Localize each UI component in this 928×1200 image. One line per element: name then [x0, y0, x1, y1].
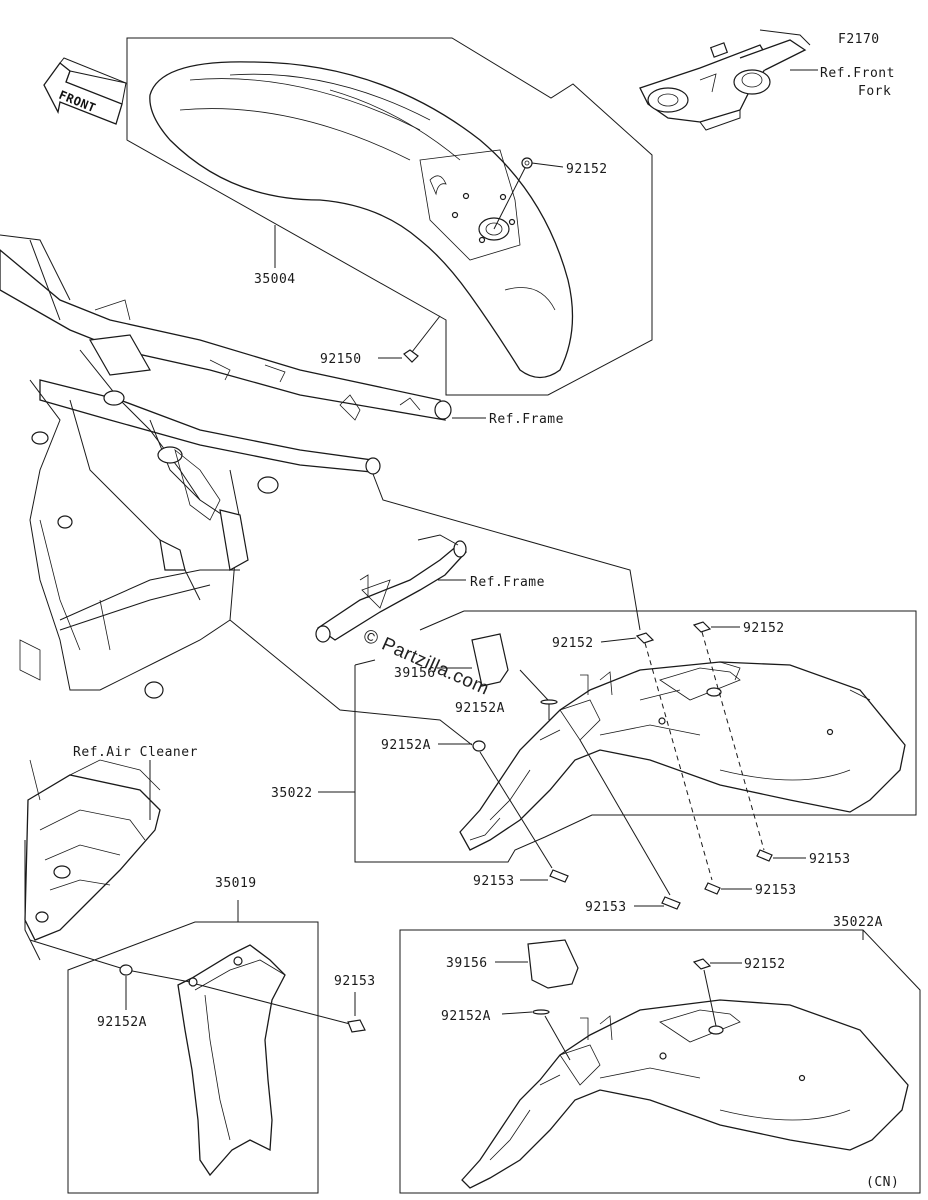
part-39156-cn: 39156	[446, 956, 488, 971]
part-92153-rear-b: 92153	[585, 900, 627, 915]
watermark-text: © Partzilla.com	[360, 625, 492, 699]
part-39156-rear: 39156	[394, 666, 436, 681]
rear-bracket-drawing	[315, 534, 467, 643]
cn-reflector-patch	[527, 939, 579, 989]
ref-frame-upper-label: Ref.Frame	[489, 412, 564, 427]
diagram-code: F2170	[838, 32, 880, 47]
rear-fender-drawing	[459, 661, 906, 851]
part-92153-rear-a: 92153	[473, 874, 515, 889]
mud-flap-drawing	[177, 944, 286, 1177]
part-35004-front-fender: 35004	[254, 272, 296, 287]
part-92150-bolt: 92150	[320, 352, 362, 367]
frame-drawing	[0, 234, 452, 699]
front-fork-bracket-drawing	[639, 29, 811, 131]
ref-front-fork-label-2: Fork	[858, 84, 891, 99]
mud-flap-group-outline	[67, 921, 319, 1194]
part-92152-cn: 92152	[744, 957, 786, 972]
part-92152-rear-a: 92152	[552, 636, 594, 651]
air-cleaner-drawing	[24, 759, 161, 961]
rear-fender-group-outline	[354, 610, 917, 863]
rear-fasteners	[472, 621, 773, 910]
cn-rear-fender-group-outline	[399, 929, 921, 1194]
ref-frame-lower-label: Ref.Frame	[470, 575, 545, 590]
part-92152-front-fender: 92152	[566, 162, 608, 177]
part-92152A-rear-left: 92152A	[381, 738, 431, 753]
cn-variant-note: (CN)	[866, 1175, 899, 1190]
front-fender-group-outline	[126, 37, 653, 396]
part-92153-rear-d: 92153	[809, 852, 851, 867]
part-92152A-rear-top: 92152A	[455, 701, 505, 716]
ref-air-cleaner-label: Ref.Air Cleaner	[73, 745, 198, 760]
part-92152A-cn: 92152A	[441, 1009, 491, 1024]
part-92152A-mud-flap: 92152A	[97, 1015, 147, 1030]
front-fender-drawing	[149, 61, 574, 379]
part-35022-rear-fender: 35022	[271, 786, 313, 801]
ref-front-fork-label: Ref.Front	[820, 66, 895, 81]
cn-rear-fender-drawing	[461, 999, 909, 1189]
front-arrow-icon: FRONT	[43, 57, 127, 125]
part-92153-rear-c: 92153	[755, 883, 797, 898]
part-92153-mud-flap: 92153	[334, 974, 376, 989]
part-92152-rear-b: 92152	[743, 621, 785, 636]
reflector-patch	[471, 633, 509, 687]
part-35019-mud-flap: 35019	[215, 876, 257, 891]
part-35022A-cn-rear-fender: 35022A	[833, 915, 883, 930]
